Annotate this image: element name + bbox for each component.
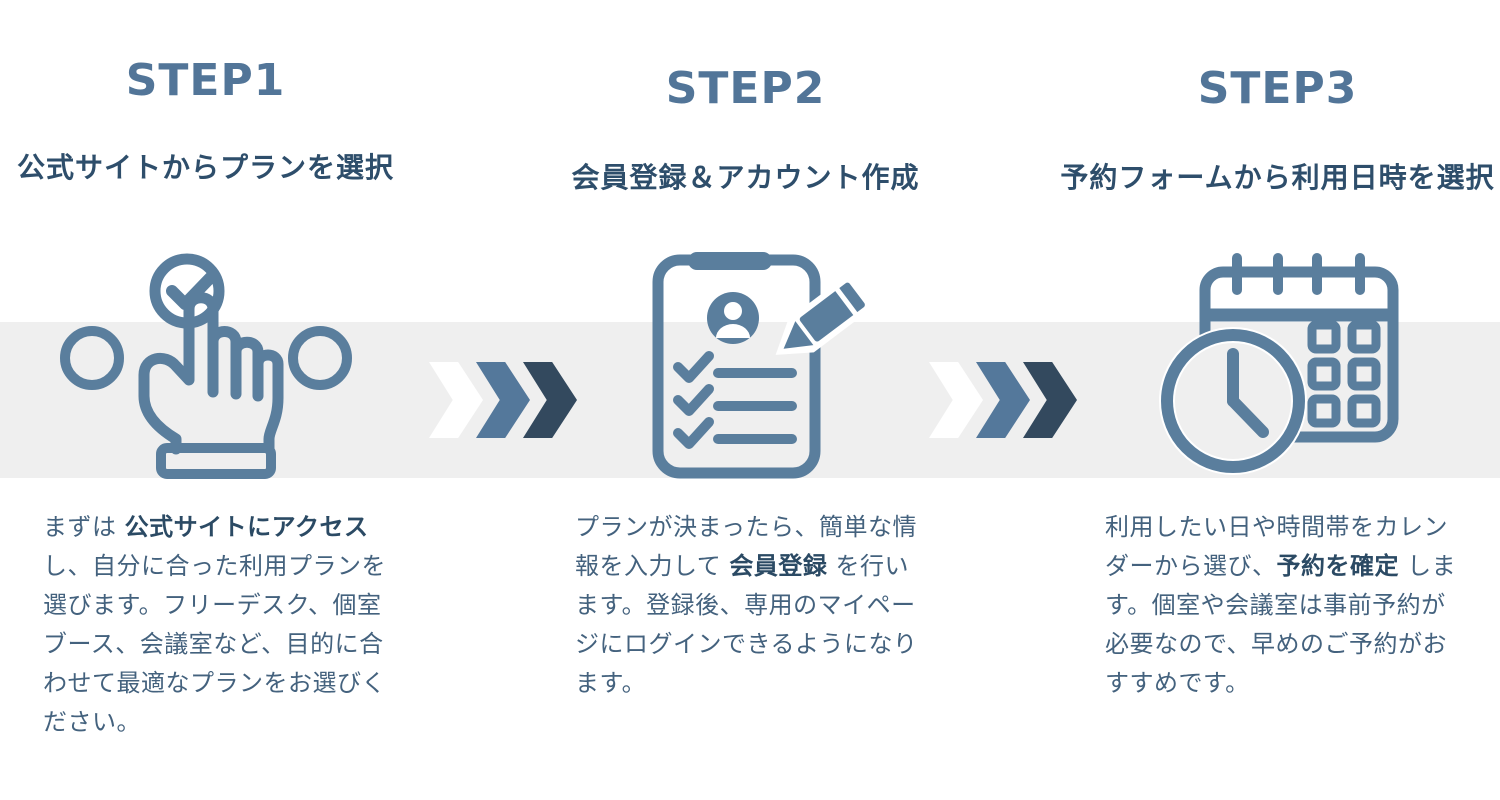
step-column-3: STEP3 予約フォームから利用日時を選択 [1060, 0, 1493, 800]
chevron-icon [1023, 362, 1077, 438]
chevron-icon [929, 362, 983, 438]
step3-description: 利用したい日や時間帯をカレンダーから選び、予約を確定 します。個室や会議室は事前… [1105, 513, 1457, 697]
checklist [673, 351, 797, 449]
calendar-clock-icon [1159, 253, 1399, 475]
calendar [1199, 253, 1399, 443]
arrow-step1-to-step2 [429, 362, 579, 438]
chevron-icon [476, 362, 530, 438]
step-column-1: STEP1 公式サイトからプランを選択 まずは 公式サイトにアクセスし、自分に合… [17, 0, 393, 800]
step3-title: STEP3 [1197, 63, 1358, 114]
step3-subtitle: 予約フォームから利用日時を選択 [1060, 161, 1495, 194]
option-circle-right [288, 326, 352, 390]
user-avatar-icon [707, 292, 759, 344]
tap-select-icon [60, 253, 352, 479]
option-circle-left [60, 326, 124, 390]
pencil-icon [775, 270, 878, 355]
registration-clipboard-icon [652, 252, 878, 479]
step1-subtitle: 公式サイトからプランを選択 [16, 151, 395, 184]
hand-cuff [156, 443, 276, 479]
clock-icon [1159, 327, 1307, 475]
chevron-icon [976, 362, 1030, 438]
step1-description: まずは 公式サイトにアクセスし、自分に合った利用プランを選びます。フリーデスク、… [43, 513, 386, 736]
chevron-icon [429, 362, 483, 438]
step-column-2: STEP2 会員登録＆アカウント作成 [563, 0, 928, 800]
step2-description: プランが決まったら、簡単な情報を入力して 会員登録 を行います。登録後、専用のマ… [575, 513, 918, 697]
clipboard-clip [688, 252, 772, 270]
arrow-step2-to-step3 [929, 362, 1079, 438]
step2-subtitle: 会員登録＆アカウント作成 [571, 161, 920, 194]
step2-title: STEP2 [665, 63, 826, 114]
pointing-hand [138, 292, 284, 455]
step1-title: STEP1 [125, 55, 286, 106]
